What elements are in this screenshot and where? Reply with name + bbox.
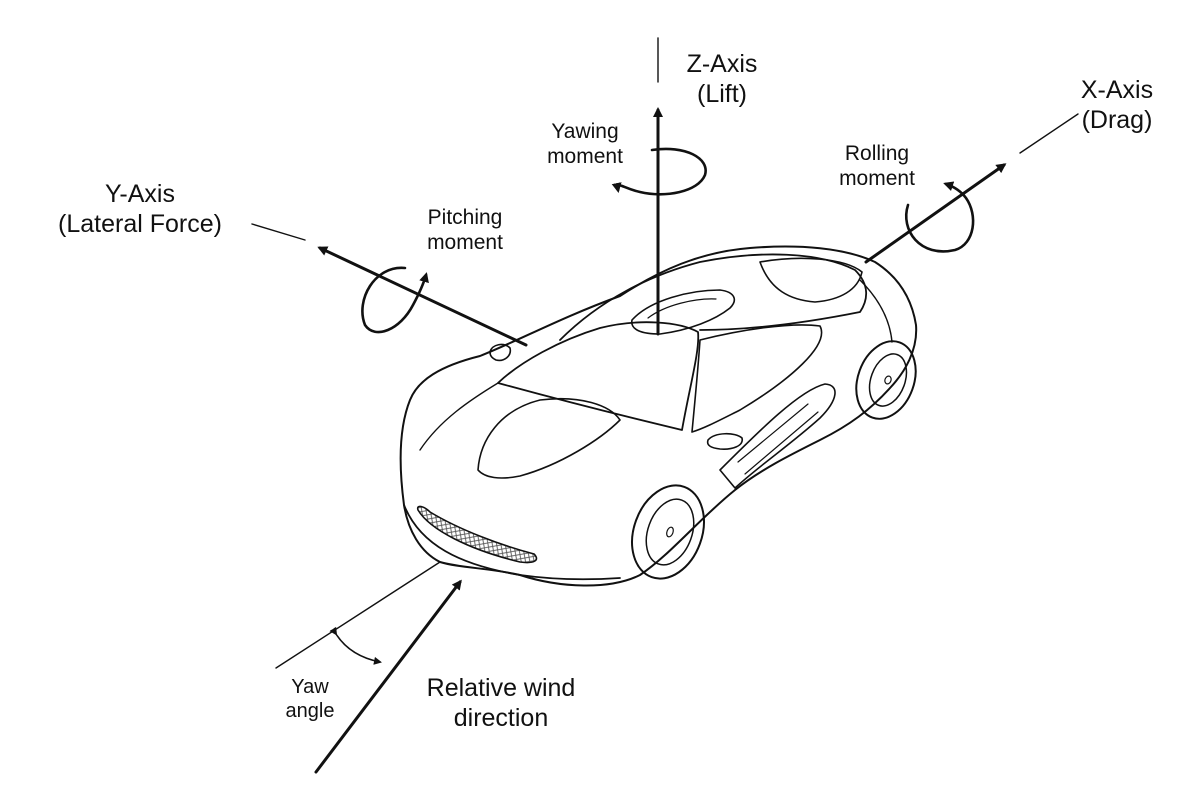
roof-scoop [631, 289, 736, 335]
left-mirror [489, 343, 512, 362]
rear-deck [759, 257, 863, 303]
rolling-moment-line2: moment [839, 166, 915, 190]
yaw-angle-label: Yaw angle [270, 676, 350, 723]
front-grille [416, 505, 538, 564]
y-axis-extension [251, 223, 306, 241]
x-axis-extension [1019, 113, 1079, 154]
side-intake-lines [737, 403, 819, 475]
rolling-moment-line1: Rolling [844, 142, 910, 165]
y-axis-label: Y-Axis (Lateral Force) [30, 180, 250, 239]
relative-wind-line2: direction [453, 703, 549, 732]
yawing-moment-arrow [611, 147, 707, 196]
windshield [497, 321, 700, 431]
yaw-angle-line1: Yaw [291, 676, 329, 698]
z-axis-subtitle: (Lift) [697, 79, 747, 108]
yaw-angle-arc [329, 626, 382, 665]
front-wheel [631, 484, 705, 580]
right-mirror [706, 432, 743, 450]
z-axis-title: Z-Axis [686, 50, 758, 78]
yaw-angle-line2: angle [285, 699, 335, 722]
side-intake [719, 383, 836, 489]
hood-crease [419, 382, 499, 451]
y-axis-title: Y-Axis [105, 180, 175, 208]
yawing-moment-line1: Yawing [551, 120, 619, 143]
yawing-moment-line2: moment [547, 144, 623, 168]
car-centerline [275, 561, 441, 669]
y-axis-arrow [317, 246, 528, 347]
car-drawing [399, 245, 918, 587]
rear-pillar [859, 279, 893, 343]
x-axis-subtitle: (Drag) [1081, 105, 1153, 134]
y-axis-subtitle: (Lateral Force) [58, 209, 222, 238]
roof-scoop-inner [647, 298, 717, 319]
car-outline [399, 245, 918, 587]
pitching-moment-arrow [361, 266, 429, 334]
rolling-moment-arrow [905, 181, 975, 253]
rolling-moment-label: Rolling moment [822, 142, 932, 192]
x-axis-arrow [864, 163, 1007, 264]
roof-outline [559, 253, 868, 341]
relative-wind-line1: Relative wind [426, 674, 576, 702]
side-window [691, 324, 823, 433]
car-front-lip [403, 504, 621, 581]
hood-vent [477, 397, 621, 479]
relative-wind-label: Relative wind direction [396, 674, 606, 733]
yawing-moment-label: Yawing moment [530, 120, 640, 170]
relative-wind-arrow [314, 579, 462, 774]
x-axis-label: X-Axis (Drag) [1052, 76, 1182, 135]
pitching-moment-label: Pitching moment [410, 206, 520, 256]
rear-wheel [855, 340, 917, 420]
x-axis-title: X-Axis [1080, 76, 1154, 104]
pitching-moment-line2: moment [427, 230, 503, 254]
z-axis-label: Z-Axis (Lift) [662, 50, 782, 109]
pitching-moment-line1: Pitching [427, 206, 503, 229]
